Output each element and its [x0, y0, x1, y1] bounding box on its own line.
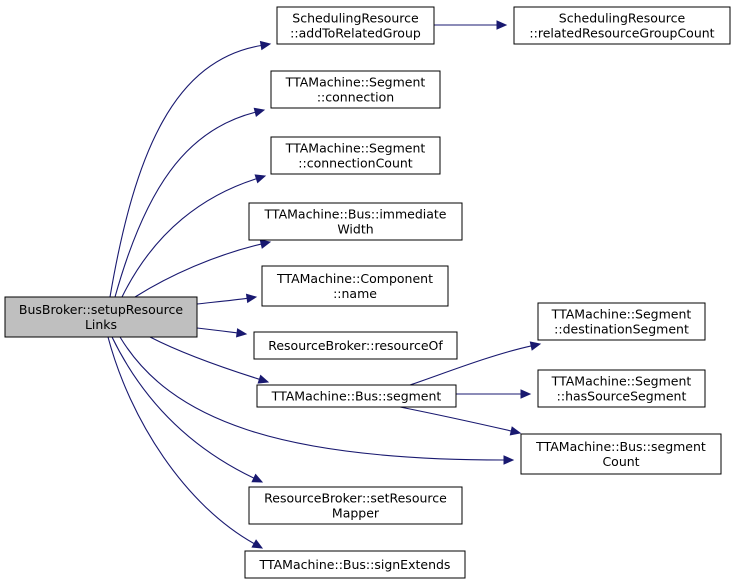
edge-root-to-n6 [196, 293, 258, 305]
arrowhead-icon [235, 328, 248, 338]
node-box [270, 70, 441, 109]
edge-line [107, 336, 255, 545]
edge-root-to-n11 [119, 336, 515, 465]
node-label-line: ::relatedResourceGroupCount [529, 26, 714, 41]
node-label-line: TTAMachine::Segment [285, 75, 426, 90]
edge-root-to-n12 [111, 336, 264, 483]
node-label-line: ::connectionCount [298, 156, 413, 171]
arrowhead-icon [529, 341, 542, 351]
edge-line [196, 297, 248, 305]
edge-root-to-n4 [121, 174, 267, 298]
node-label-line: ::name [333, 286, 377, 301]
node-label-line: SchedulingResource [292, 11, 419, 26]
arrowhead-icon [245, 293, 258, 304]
node-label-line: Count [602, 454, 639, 469]
node-n6[interactable]: TTAMachine::Component::name [261, 265, 449, 307]
edge-n1-to-n2 [434, 20, 508, 30]
edge-line [109, 44, 262, 298]
edge-root-to-n5 [134, 239, 272, 298]
edge-line [409, 345, 532, 386]
node-box [537, 302, 706, 341]
node-n4[interactable]: TTAMachine::Segment::connectionCount [270, 136, 441, 175]
node-label-line: TTAMachine::Bus::segment [535, 439, 706, 454]
node-label-line: TTAMachine::Bus::immediate [264, 207, 447, 222]
node-box [256, 384, 457, 408]
arrowhead-icon [257, 374, 270, 384]
node-box [4, 296, 198, 338]
node-box [244, 550, 466, 579]
node-n2[interactable]: SchedulingResource::relatedResourceGroup… [513, 6, 731, 45]
node-n8[interactable]: TTAMachine::Bus::segment [256, 384, 457, 408]
arrowhead-icon [259, 40, 272, 51]
node-label-line: ResourceBroker::setResource [264, 491, 447, 506]
node-box [270, 136, 441, 175]
node-label-line: Links [85, 317, 117, 332]
node-label-line: ::hasSourceSegment [557, 389, 687, 404]
node-box [276, 6, 435, 45]
edge-line [134, 243, 262, 298]
edge-line [111, 336, 255, 479]
node-box [253, 331, 458, 360]
node-label-line: BusBroker::setupResource [19, 302, 184, 317]
node-n10[interactable]: TTAMachine::Segment::hasSourceSegment [537, 369, 706, 408]
edge-root-to-n13 [107, 336, 264, 549]
edge-line [196, 327, 238, 334]
arrowhead-icon [496, 20, 508, 30]
arrowhead-icon [520, 389, 532, 399]
node-n13[interactable]: TTAMachine::Bus::signExtends [244, 550, 466, 579]
node-label-line: TTAMachine::Bus::signExtends [259, 557, 451, 572]
node-label-line: TTAMachine::Segment [285, 141, 426, 156]
edge-n8-to-n10 [456, 389, 532, 399]
node-label-line: Mapper [332, 506, 380, 521]
node-n7[interactable]: ResourceBroker::resourceOf [253, 331, 458, 360]
node-label-line: SchedulingResource [559, 11, 686, 26]
edges-layer [107, 20, 542, 549]
edge-root-to-n3 [114, 107, 266, 298]
node-label-line: TTAMachine::Component [276, 271, 433, 286]
node-label-line: ::addToRelatedGroup [290, 26, 421, 41]
edge-root-to-n7 [196, 327, 248, 338]
node-n3[interactable]: TTAMachine::Segment::connection [270, 70, 441, 109]
node-label-line: TTAMachine::Segment [551, 307, 692, 322]
edge-line [119, 336, 505, 461]
node-box [248, 202, 463, 241]
edge-root-to-n8 [149, 336, 270, 384]
arrowhead-icon [503, 455, 515, 465]
edge-line [399, 406, 512, 432]
node-box [537, 369, 706, 408]
node-label-line: ResourceBroker::resourceOf [268, 338, 443, 353]
node-box [261, 265, 449, 307]
node-label-line: TTAMachine::Bus::segment [271, 389, 442, 404]
node-label-line: ::connection [317, 90, 394, 105]
node-box [520, 433, 722, 475]
arrowhead-icon [251, 539, 264, 549]
arrowhead-icon [509, 426, 522, 436]
arrowhead-icon [251, 473, 264, 483]
node-n9[interactable]: TTAMachine::Segment::destinationSegment [537, 302, 706, 341]
node-label-line: Width [337, 222, 373, 237]
edge-line [149, 336, 260, 380]
edge-line [121, 178, 257, 298]
node-box [513, 6, 731, 45]
arrowhead-icon [254, 174, 267, 184]
edge-line [114, 111, 256, 298]
arrowhead-icon [259, 239, 272, 249]
edge-n8-to-n11 [399, 406, 522, 436]
node-n1[interactable]: SchedulingResource::addToRelatedGroup [276, 6, 435, 45]
arrowhead-icon [253, 107, 266, 117]
node-box [248, 486, 463, 525]
edge-root-to-n1 [109, 40, 272, 298]
edge-n8-to-n9 [409, 341, 542, 386]
node-label-line: ::destinationSegment [554, 322, 689, 337]
node-label-line: TTAMachine::Segment [551, 374, 692, 389]
